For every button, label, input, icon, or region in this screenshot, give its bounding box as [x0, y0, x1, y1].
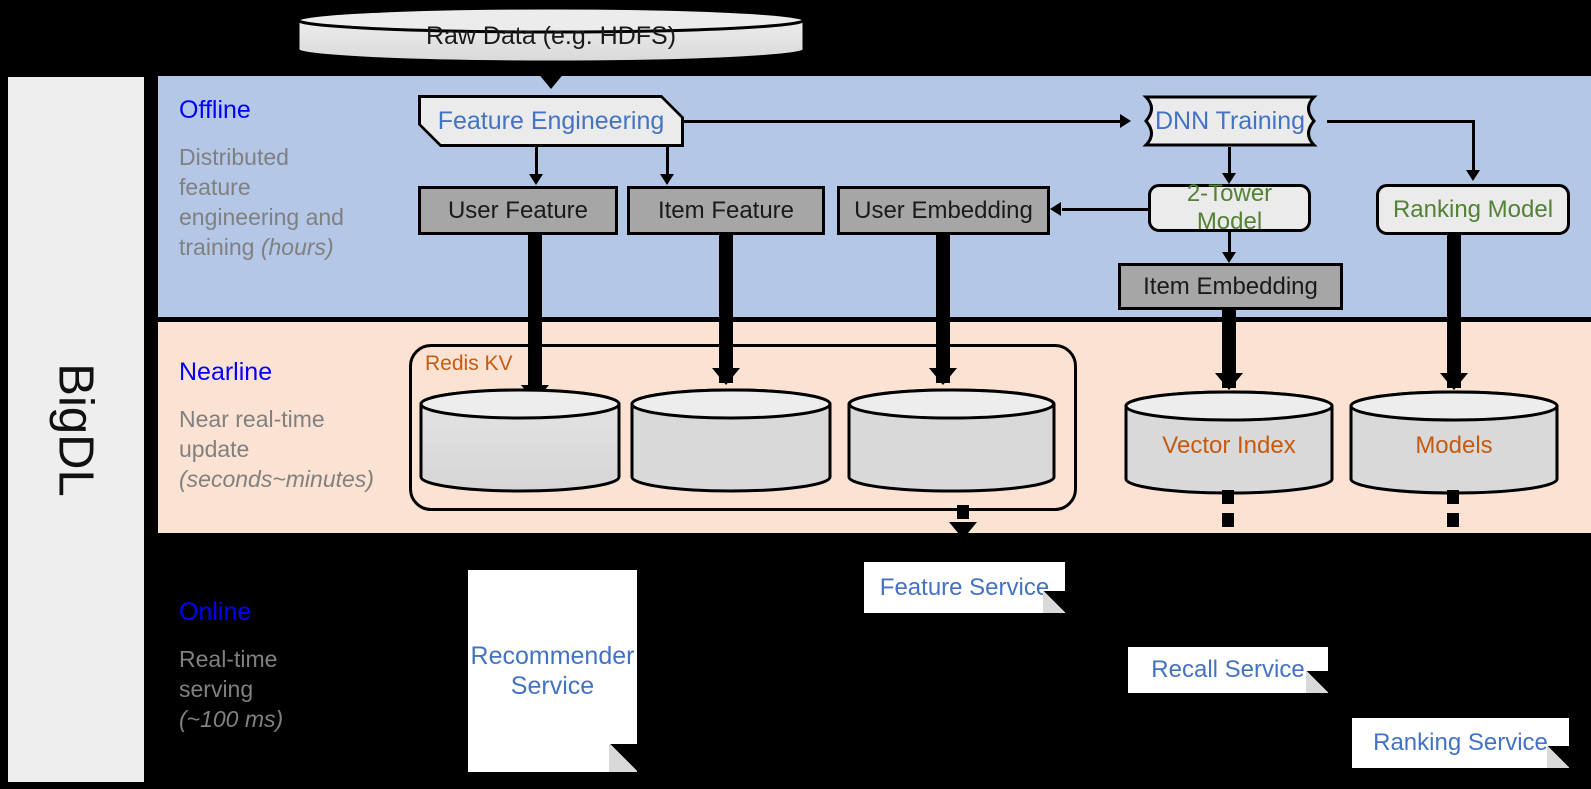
nearline-desc-l1: Near real-time [179, 406, 325, 432]
nearline-band-description: Near real-time update (seconds~minutes) [179, 404, 414, 494]
two-tower-model-label: 2-Tower Model [1186, 180, 1273, 235]
edge-dnn-to-twotower [1228, 147, 1231, 179]
edge-rawdata-to-fe-arrowhead [537, 72, 565, 89]
node-feature-engineering[interactable]: Feature Engineering [418, 95, 684, 147]
nearline-band-title: Nearline [179, 358, 273, 386]
node-item-embedding[interactable]: Item Embedding [1118, 263, 1343, 310]
offline-desc-l3: engineering and [179, 204, 344, 230]
kv-store-cylinder-2[interactable] [630, 388, 832, 493]
online-desc-em: (~100 ms) [179, 706, 284, 732]
vector-index-label: Vector Index [1162, 432, 1296, 459]
raw-data-label: Raw Data (e.g. HDFS) [425, 22, 677, 50]
item-feature-label: Item Feature [657, 196, 795, 224]
dash-kv-to-featureservice-arrowhead [949, 522, 977, 539]
node-dnn-training[interactable]: DNN Training [1133, 95, 1327, 147]
recall-service-label: Recall Service [1151, 656, 1305, 683]
offline-band-description: Distributed feature engineering and trai… [179, 142, 379, 262]
recommender-service-label: Recommender Service [468, 570, 637, 772]
offline-band-title: Offline [179, 96, 251, 124]
dash-models-2 [1447, 513, 1459, 527]
node-recommender-service[interactable]: Recommender Service [468, 570, 637, 772]
edge-twotower-to-userembedding-arrowhead [1050, 202, 1061, 216]
node-user-feature[interactable]: User Feature [418, 186, 618, 235]
edge-dnn-to-twotower-arrowhead [1222, 173, 1236, 184]
item-embedding-label: Item Embedding [1143, 272, 1318, 300]
pipe-user-embedding-arrowhead [929, 368, 957, 385]
user-embedding-label: User Embedding [854, 196, 1033, 224]
raw-data-cylinder: Raw Data (e.g. HDFS) [296, 6, 806, 64]
recommender-service-line1: Recommender [470, 642, 635, 670]
recommender-service-line2: Service [510, 672, 595, 700]
ranking-service-fold-icon [1547, 746, 1569, 768]
feature-service-label: Feature Service [879, 573, 1050, 601]
bigdl-framework-rail: BigDL [8, 77, 144, 782]
nearline-desc-l2: update [179, 436, 250, 462]
online-desc-l1: Real-time [179, 646, 278, 672]
dash-kv-to-featureservice-1 [957, 505, 969, 519]
node-ranking-model[interactable]: Ranking Model [1376, 184, 1570, 235]
dash-vectorindex-1 [1222, 490, 1234, 504]
online-band-title: Online [179, 598, 252, 626]
dash-vectorindex-2 [1222, 513, 1234, 527]
feature-engineering-label: Feature Engineering [437, 106, 665, 135]
node-user-embedding[interactable]: User Embedding [837, 186, 1050, 235]
pipe-item-feature-arrowhead [712, 368, 740, 385]
node-ranking-service[interactable]: Ranking Service [1352, 718, 1569, 768]
nearline-desc-em: (seconds~minutes) [179, 466, 374, 492]
feature-service-fold-icon [1043, 591, 1065, 613]
pipe-item-embedding-arrowhead [1215, 373, 1243, 390]
edge-dnn-to-ranking-arrowhead [1466, 170, 1480, 181]
pipe-user-feature [528, 235, 542, 400]
edge-fe-to-dnn [684, 120, 1121, 123]
ranking-model-label: Ranking Model [1392, 195, 1554, 223]
pipe-ranking-model [1447, 235, 1461, 388]
offline-desc-em: (hours) [260, 234, 334, 260]
edge-twotower-to-itemembedding [1228, 232, 1231, 258]
redis-kv-label: Redis KV [425, 352, 513, 375]
edge-fe-to-item-feature-arrowhead [660, 174, 674, 185]
edge-dnn-to-ranking-h [1327, 120, 1475, 123]
node-two-tower-model[interactable]: 2-Tower Model [1148, 180, 1311, 235]
edge-fe-to-user-feature-arrowhead [529, 174, 543, 185]
pipe-item-embedding [1222, 310, 1236, 388]
models-cylinder[interactable]: Models [1349, 390, 1559, 495]
edge-fe-to-item-feature [666, 147, 669, 179]
vector-index-cylinder[interactable]: Vector Index [1124, 390, 1334, 495]
edge-dnn-to-ranking-v [1472, 120, 1475, 176]
recommender-service-fold-icon [609, 744, 637, 772]
dnn-training-shape [1142, 95, 1318, 147]
dnn-training-label: DNN Training [1154, 106, 1306, 135]
node-item-feature[interactable]: Item Feature [627, 186, 825, 235]
ranking-service-label: Ranking Service [1373, 729, 1548, 756]
online-desc-l2: serving [179, 676, 254, 702]
kv-store-cylinder-3[interactable] [847, 388, 1056, 493]
edge-twotower-to-userembedding [1062, 208, 1150, 211]
kv-store-cylinder-1[interactable] [419, 388, 621, 493]
recall-service-fold-icon [1306, 671, 1328, 693]
offline-desc-l1: Distributed [179, 144, 289, 170]
user-feature-label: User Feature [447, 196, 589, 224]
redis-kv-container [409, 344, 1077, 511]
online-band-description: Real-time serving (~100 ms) [179, 644, 399, 734]
dash-models-1 [1447, 490, 1459, 504]
node-recall-service[interactable]: Recall Service [1128, 647, 1328, 693]
edge-fe-to-dnn-arrowhead [1120, 114, 1131, 128]
bigdl-label: BigDL [49, 362, 103, 497]
feature-engineering-fill [421, 98, 681, 144]
edge-twotower-to-itemembedding-arrowhead [1222, 252, 1236, 263]
offline-desc-l2: feature [179, 174, 251, 200]
pipe-ranking-model-arrowhead [1440, 373, 1468, 390]
edge-fe-to-user-feature [535, 147, 538, 179]
models-label: Models [1415, 432, 1493, 459]
node-feature-service[interactable]: Feature Service [864, 562, 1065, 613]
offline-desc-l4: training [179, 234, 261, 260]
